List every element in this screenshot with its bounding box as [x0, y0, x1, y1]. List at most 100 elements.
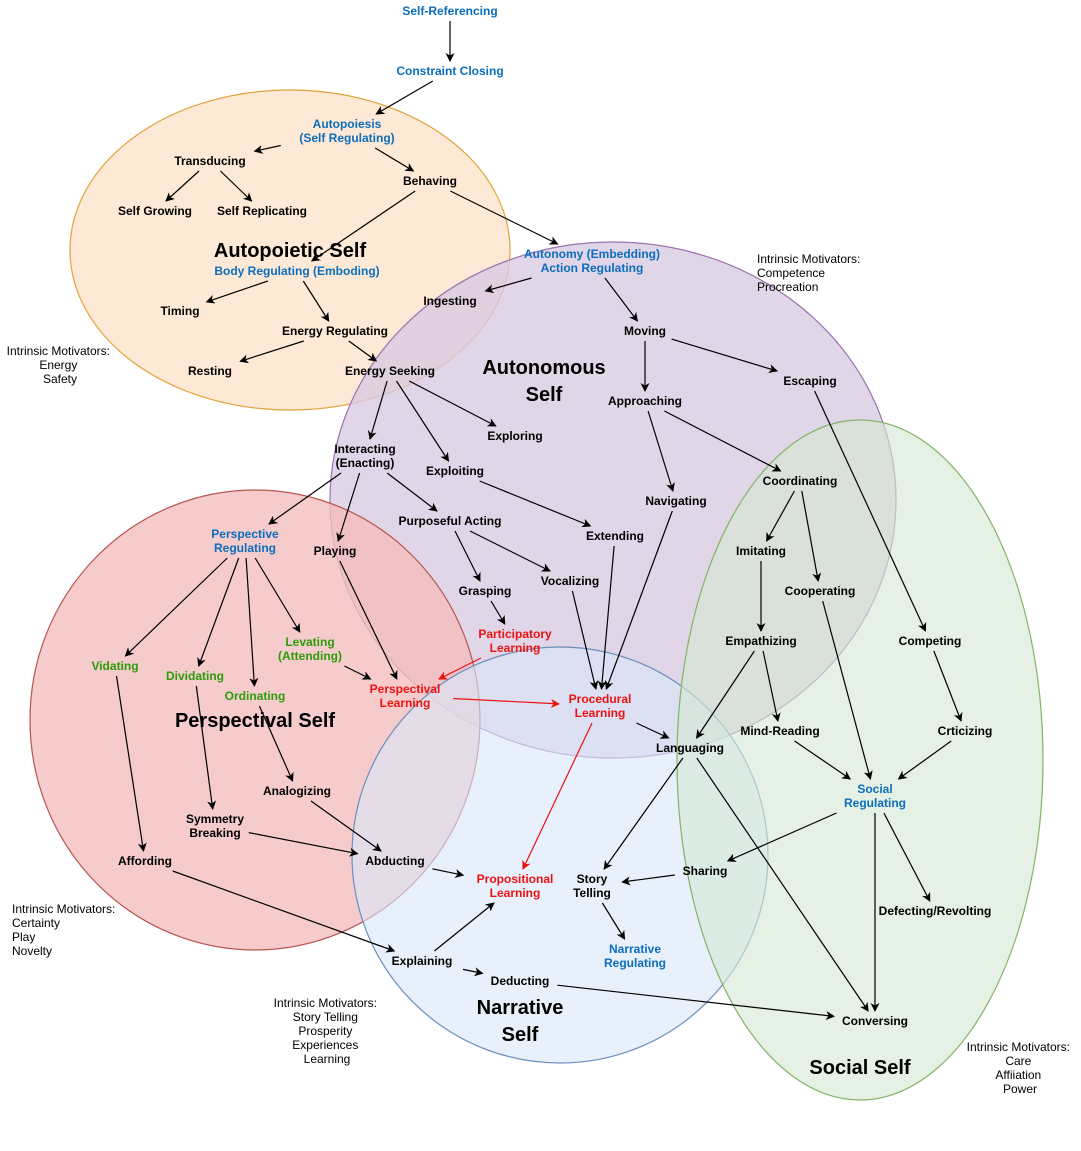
edge-extending-to-procedural-learning — [597, 545, 615, 690]
social-motivators: Intrinsic Motivators: Care Affiiation Po… — [967, 1040, 1074, 1096]
edge-body-regulating-to-timing — [205, 280, 268, 304]
edge-vocalizing-to-procedural-learning — [571, 590, 599, 690]
edge-moving-to-escaping — [671, 338, 778, 373]
edge-interacting-to-purposeful-acting — [386, 472, 438, 512]
node-body-regulating: Body Regulating (Emboding) — [214, 264, 379, 278]
node-sharing: Sharing — [683, 864, 728, 878]
edge-levating-to-perspectival-learning — [344, 665, 372, 680]
narrative-self-title-line2: Self — [502, 1024, 539, 1046]
edge-vidating-to-affording — [115, 675, 147, 852]
edge-playing-to-perspectival-learning — [339, 560, 398, 680]
node-vidating: Vidating — [91, 659, 138, 673]
edge-autopoiesis-to-transducing — [253, 144, 281, 154]
edge-escaping-to-competing — [814, 390, 927, 632]
edge-story-telling-to-narrative-regulating — [601, 902, 626, 940]
node-ordinating: Ordinating — [225, 689, 286, 703]
node-interacting: Interacting(Enacting) — [334, 442, 395, 470]
edge-perspective-regulating-to-ordinating — [245, 557, 259, 687]
edge-mind-reading-to-social-regulating — [794, 740, 852, 780]
node-exploring: Exploring — [487, 429, 542, 443]
node-affording: Affording — [118, 854, 172, 868]
edge-abducting-to-propositional-learning — [432, 868, 465, 878]
node-grasping: Grasping — [459, 584, 512, 598]
node-competing: Competing — [899, 634, 962, 648]
node-vocalizing: Vocalizing — [541, 574, 599, 588]
edge-energy-regulating-to-resting — [239, 340, 304, 364]
node-self-growing: Self Growing — [118, 204, 192, 218]
node-self-referencing: Self-Referencing — [402, 4, 497, 18]
edge-procedural-learning-to-languaging — [636, 722, 670, 739]
node-autopoiesis: Autopoiesis(Self Regulating) — [299, 117, 394, 145]
edge-constraint-closing-to-autopoiesis — [375, 80, 434, 115]
node-energy-regulating: Energy Regulating — [282, 324, 388, 338]
edge-deducting-to-conversing — [557, 984, 835, 1020]
node-timing: Timing — [160, 304, 199, 318]
edge-perspective-regulating-to-levating — [254, 557, 301, 633]
motivator-layer: Intrinsic Motivators: Energy Safety Intr… — [7, 252, 1074, 1096]
narrative-self-title-line1: Narrative — [477, 997, 564, 1019]
edge-interacting-to-playing — [336, 472, 361, 542]
autopoietic-motivators: Intrinsic Motivators: Energy Safety — [7, 344, 114, 386]
perspectival-self-title: Perspectival Self — [175, 710, 335, 732]
edge-explaining-to-propositional-learning — [434, 902, 495, 952]
node-criticizing: Crticizing — [938, 724, 993, 738]
edge-competing-to-criticizing — [933, 650, 963, 722]
edge-layer — [115, 21, 963, 1020]
node-languaging: Languaging — [656, 741, 724, 755]
edge-participatory-learning-to-perspectival-learning — [438, 657, 482, 680]
node-navigating: Navigating — [645, 494, 706, 508]
edge-cooperating-to-social-regulating — [822, 600, 873, 780]
node-energy-seeking: Energy Seeking — [345, 364, 435, 378]
edge-behaving-to-autonomy — [450, 190, 559, 245]
edge-empathizing-to-mind-reading — [762, 650, 781, 722]
node-dividating: Dividating — [166, 669, 224, 683]
node-imitating: Imitating — [736, 544, 786, 558]
autopoietic-self-title: Autopoietic Self — [214, 240, 367, 262]
node-self-replicating: Self Replicating — [217, 204, 307, 218]
edge-coordinating-to-cooperating — [801, 490, 822, 582]
edge-perspective-regulating-to-vidating — [124, 557, 228, 657]
edge-energy-regulating-to-energy-seeking — [348, 340, 378, 362]
node-ingesting: Ingesting — [423, 294, 476, 308]
region-title-layer: Autopoietic Self Autonomous Self Perspec… — [175, 240, 911, 1079]
edge-ordinating-to-analogizing — [258, 705, 294, 782]
node-escaping: Escaping — [783, 374, 836, 388]
node-empathizing: Empathizing — [725, 634, 796, 648]
node-moving: Moving — [624, 324, 666, 338]
node-transducing: Transducing — [174, 154, 245, 168]
edge-grasping-to-participatory-learning — [490, 600, 506, 625]
edge-behaving-to-body-regulating — [310, 190, 416, 262]
node-defecting: Defecting/Revolting — [879, 904, 992, 918]
edge-perspectival-learning-to-procedural-learning — [453, 697, 560, 708]
edge-navigating-to-procedural-learning — [604, 510, 673, 690]
edge-analogizing-to-abducting — [310, 800, 382, 852]
edge-empathizing-to-languaging — [696, 650, 755, 739]
node-approaching: Approaching — [608, 394, 682, 408]
edge-sharing-to-story-telling — [621, 874, 675, 886]
edge-languaging-to-story-telling — [603, 757, 684, 870]
node-behaving: Behaving — [403, 174, 457, 188]
node-resting: Resting — [188, 364, 232, 378]
region-layer — [29, 89, 1044, 1101]
autonomous-self-title-line1: Autonomous — [482, 357, 605, 379]
edge-languaging-to-conversing — [696, 757, 869, 1012]
node-coordinating: Coordinating — [763, 474, 838, 488]
edge-autopoiesis-to-behaving — [374, 147, 415, 172]
perspectival-motivators: Intrinsic Motivators: Certainty Play Nov… — [12, 902, 119, 958]
edge-energy-seeking-to-interacting — [367, 380, 388, 440]
edge-social-regulating-to-sharing — [726, 812, 837, 862]
node-constraint-closing: Constraint Closing — [396, 64, 503, 78]
node-playing: Playing — [314, 544, 357, 558]
edge-energy-seeking-to-exploiting — [395, 380, 450, 462]
node-mind-reading: Mind-Reading — [740, 724, 819, 738]
edge-approaching-to-navigating — [647, 410, 675, 492]
node-deducting: Deducting — [491, 974, 550, 988]
node-autonomy: Autonomy (Embedding)Action Regulating — [524, 247, 660, 275]
